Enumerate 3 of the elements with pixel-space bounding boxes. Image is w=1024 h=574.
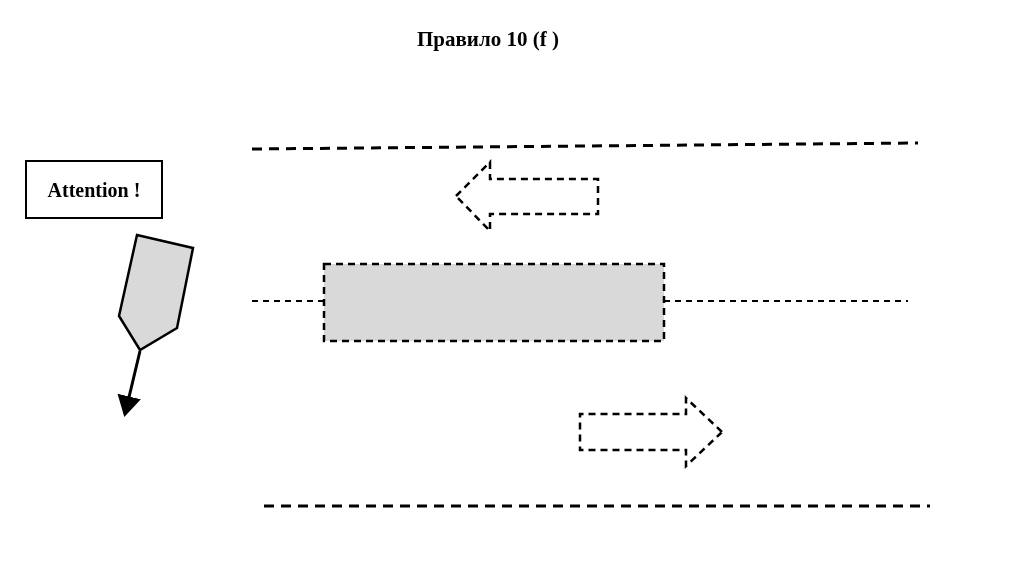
separation-zone xyxy=(322,262,666,343)
note-box: Attention ! xyxy=(25,160,163,219)
title: Правило 10 (f ) xyxy=(416,26,560,53)
